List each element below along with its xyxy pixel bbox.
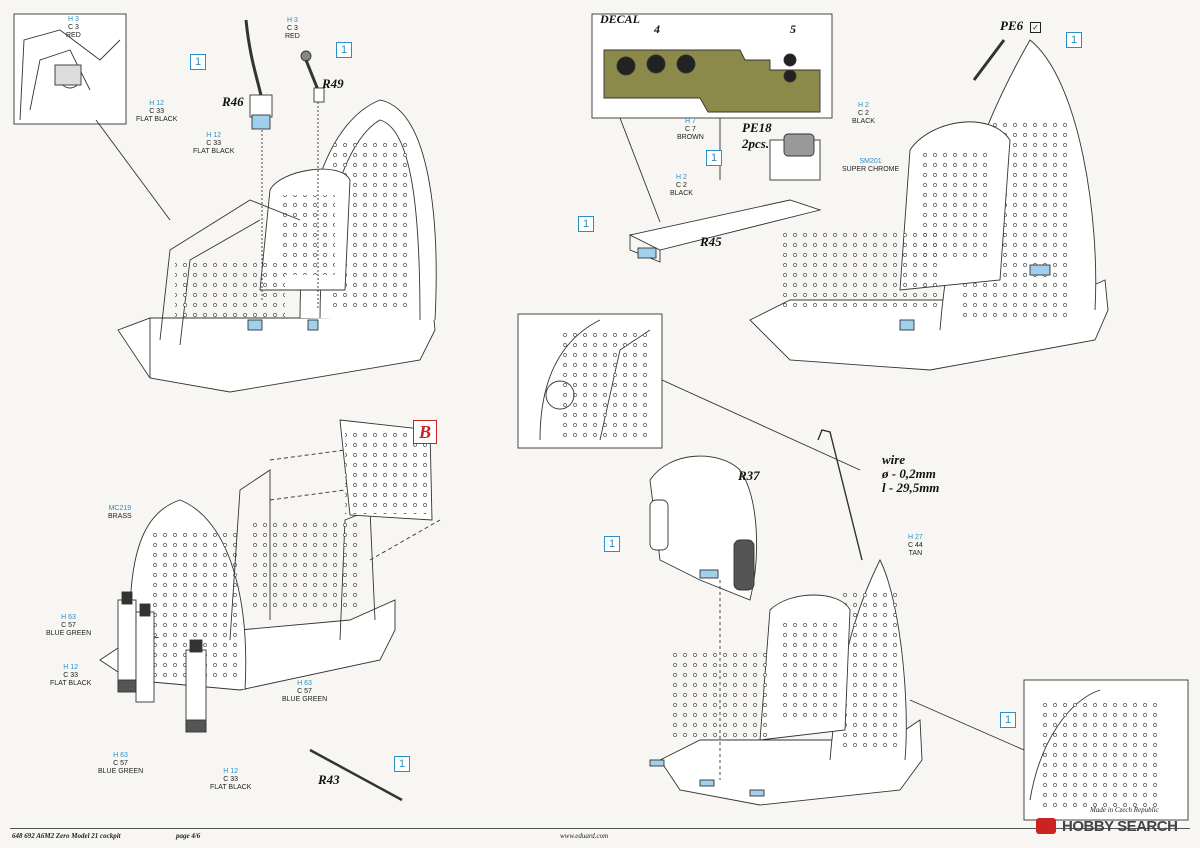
- paint-callout-brass: MC219 BRASS: [108, 505, 132, 521]
- paint-code: H 12: [223, 768, 239, 775]
- wire-diameter: ø - 0,2mm: [882, 466, 936, 481]
- paint-mix: C 2: [858, 110, 869, 117]
- paint-mix: C 33: [149, 108, 165, 115]
- paint-callout-red: H 3 C 3 RED: [66, 16, 81, 40]
- paint-callout-tan: H 27 C 44 TAN: [908, 534, 923, 558]
- paint-mix: C 7: [684, 126, 696, 133]
- decal-number-4: 4: [654, 22, 660, 36]
- step-number-box: 1: [578, 216, 594, 232]
- paint-callout-flat-black: H 12 C 33 FLAT BLACK: [136, 100, 177, 124]
- paint-name: BLACK: [852, 118, 875, 125]
- paint-name: FLAT BLACK: [210, 784, 252, 791]
- decal-label: DECAL: [600, 12, 641, 26]
- part-label-r43: R43: [318, 772, 340, 787]
- paint-callout-brown: H 7 C 7 BROWN: [677, 118, 704, 142]
- footer-rule: [10, 828, 1190, 829]
- callout-b: B: [413, 420, 437, 444]
- paint-callout-black: H 2 C 2 BLACK: [852, 102, 875, 126]
- paint-code: H 12: [149, 100, 165, 107]
- cockpit-drawing-top-right: [591, 13, 1109, 371]
- paint-name: FLAT BLACK: [193, 148, 235, 155]
- cockpit-drawing-bottom-right: [649, 429, 1189, 821]
- step-number-box: 1: [336, 42, 352, 58]
- step-number-box: 1: [604, 536, 620, 552]
- paint-mix: C 57: [61, 622, 76, 629]
- paint-callout-blue-green: H 63 C 57 BLUE GREEN: [46, 614, 91, 638]
- paint-mix: C 44: [908, 542, 923, 549]
- decal-number-5: 5: [790, 22, 796, 36]
- watermark-brand: HOBBY SEARCH: [1062, 818, 1178, 835]
- footer-title: 648 692 A6M2 Zero Model 21 cockpit: [12, 832, 121, 840]
- paint-callout-flat-black: H 12 C 33 FLAT BLACK: [193, 132, 234, 156]
- step-number-box: 1: [394, 756, 410, 772]
- paint-mix: C 33: [63, 672, 79, 679]
- paint-callout-blue-green: H 63 C 57 BLUE GREEN: [282, 680, 327, 704]
- paint-name: RED: [285, 33, 300, 40]
- paint-code: H 12: [63, 664, 79, 671]
- paint-callout-super-chrome: SM201 SUPER CHROME: [842, 158, 899, 174]
- paint-code: H 3: [286, 17, 298, 24]
- paint-code: H 63: [113, 752, 128, 759]
- part-label-r37: R37: [738, 468, 760, 483]
- part-label-r46: R46: [222, 94, 244, 109]
- paint-code: H 27: [908, 534, 923, 541]
- step-number-box: 1: [1000, 712, 1016, 728]
- paint-name: FLAT BLACK: [136, 116, 178, 123]
- paint-code: H 63: [297, 680, 312, 687]
- paint-code: H 7: [684, 118, 696, 125]
- detail-inset-middle: [517, 313, 861, 471]
- paint-code: H 2: [858, 102, 869, 109]
- wire-label: wire: [882, 452, 906, 467]
- paint-name: BLUE GREEN: [46, 630, 92, 637]
- hobby-search-logo: [1036, 818, 1056, 834]
- part-quantity-pe18: 2pcs.: [742, 136, 770, 151]
- paint-code: H 2: [676, 174, 687, 181]
- cockpit-drawing-bottom-left: [99, 419, 441, 802]
- paint-code: H 3: [67, 16, 79, 23]
- paint-code: H 63: [61, 614, 76, 621]
- paint-name: BLUE GREEN: [98, 768, 144, 775]
- footer-page: page 4/6: [176, 832, 201, 840]
- paint-code: SM201: [859, 158, 882, 165]
- paint-name: BROWN: [677, 134, 704, 141]
- paint-code: MC219: [108, 505, 132, 512]
- paint-name: FLAT BLACK: [50, 680, 92, 687]
- paint-mix: C 33: [206, 140, 222, 147]
- paint-callout-red: H 3 C 3 RED: [285, 17, 300, 41]
- paint-callout-flat-black: H 12 C 33 FLAT BLACK: [50, 664, 91, 688]
- paint-name: TAN: [908, 550, 923, 557]
- paint-name: BLUE GREEN: [282, 696, 328, 703]
- step-number-box: 1: [706, 150, 722, 166]
- paint-mix: C 2: [676, 182, 687, 189]
- paint-callout-flat-black: H 12 C 33 FLAT BLACK: [210, 768, 251, 792]
- paint-name: BLACK: [670, 190, 693, 197]
- step-number-box: 1: [1066, 32, 1082, 48]
- step-number-box: 1: [190, 54, 206, 70]
- paint-mix: C 57: [113, 760, 128, 767]
- check-icon: ✓: [1030, 22, 1041, 33]
- part-label-pe6: PE6: [1000, 18, 1024, 33]
- part-label-pe18: PE18: [742, 120, 772, 135]
- paint-mix: C 33: [223, 776, 239, 783]
- paint-name: SUPER CHROME: [842, 166, 900, 173]
- paint-name: BRASS: [108, 513, 132, 520]
- part-label-r45: R45: [700, 234, 722, 249]
- paint-code: H 12: [206, 132, 222, 139]
- paint-mix: C 57: [297, 688, 312, 695]
- paint-callout-blue-green: H 63 C 57 BLUE GREEN: [98, 752, 143, 776]
- cockpit-drawing-top-left: [13, 13, 437, 393]
- wire-length: l - 29,5mm: [882, 480, 940, 495]
- watermark-made-in: Made in Czech Republic: [1090, 806, 1159, 814]
- part-label-r49: R49: [322, 76, 344, 91]
- paint-mix: C 3: [67, 24, 79, 31]
- paint-callout-black: H 2 C 2 BLACK: [670, 174, 693, 198]
- footer-website: www.eduard.com: [560, 832, 609, 840]
- paint-name: RED: [66, 32, 81, 39]
- paint-mix: C 3: [286, 25, 298, 32]
